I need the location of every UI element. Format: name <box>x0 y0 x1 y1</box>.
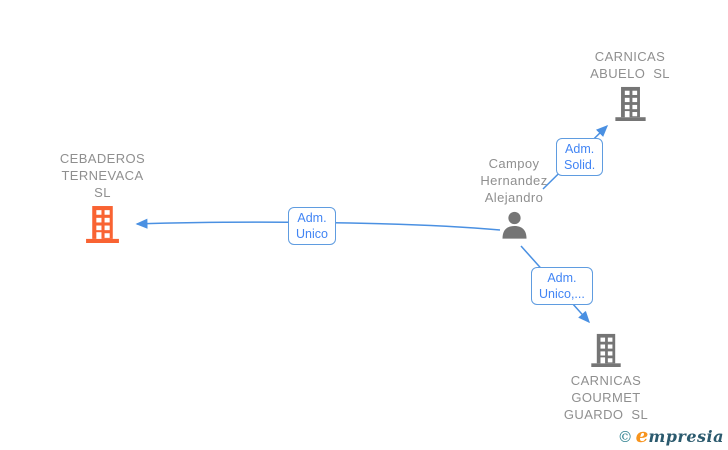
person-icon <box>502 211 526 239</box>
building-icon <box>86 206 119 243</box>
empresia-watermark: ©empresia <box>618 423 724 447</box>
company-name: CARNICAS ABUELO SL <box>590 48 670 82</box>
edge-label-line: Unico <box>296 227 328 241</box>
copyright-icon: © <box>617 428 633 446</box>
edge-label-line: Unico,... <box>539 287 585 301</box>
company-name-line: CARNICAS <box>570 373 642 388</box>
edge-label-line: Adm. <box>297 211 327 225</box>
edge-label-line: Adm. <box>547 271 577 285</box>
person-name: Campoy Hernandez Alejandro <box>480 155 547 206</box>
company-node-cebaderos-ternevaca[interactable]: CEBADEROS TERNEVACA SL <box>30 150 175 243</box>
company-name-line: GOURMET <box>571 390 641 405</box>
person-name-line: Alejandro <box>484 190 544 205</box>
edge-label-line: Solid. <box>564 158 596 172</box>
company-node-carnicas-abuelo[interactable]: CARNICAS ABUELO SL <box>560 48 700 121</box>
edge-label-adm-solid: Adm. Solid. <box>556 138 604 176</box>
company-name: CEBADEROS TERNEVACA SL <box>60 150 145 201</box>
company-name-line: ABUELO SL <box>590 66 670 81</box>
company-name-line: SL <box>94 185 111 200</box>
company-node-carnicas-gourmet-guardo[interactable]: CARNICAS GOURMET GUARDO SL <box>536 333 676 423</box>
company-name-line: TERNEVACA <box>61 168 144 183</box>
company-name-line: GUARDO SL <box>563 407 649 422</box>
edge-label-adm-unico: Adm. Unico <box>288 207 336 245</box>
brand-text: mpresia <box>648 427 724 446</box>
building-icon <box>614 86 646 121</box>
company-name-line: CEBADEROS <box>59 151 146 166</box>
edge-label-adm-unico-more: Adm. Unico,... <box>531 267 593 305</box>
brand-initial: e <box>635 423 649 447</box>
company-name: CARNICAS GOURMET GUARDO SL <box>564 372 648 423</box>
building-icon <box>591 333 621 367</box>
person-node-campoy-hernandez[interactable]: Campoy Hernandez Alejandro <box>454 155 574 242</box>
company-name-line: CARNICAS <box>594 49 666 64</box>
person-name-line: Campoy <box>488 156 540 171</box>
edge-label-line: Adm. <box>565 142 595 156</box>
person-name-line: Hernandez <box>480 173 548 188</box>
